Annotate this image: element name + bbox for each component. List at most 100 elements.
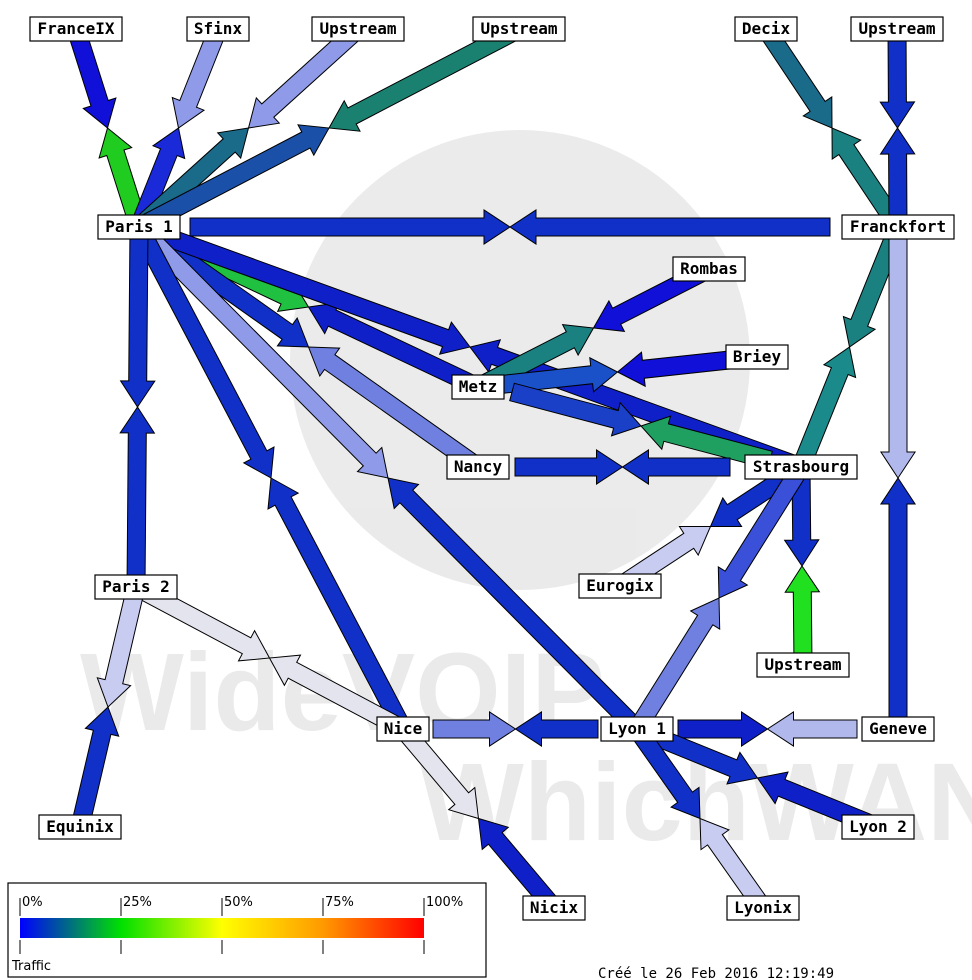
link-paris1-to-sfinx-arrow (129, 127, 186, 231)
link-sfinx-paris1[interactable] (129, 25, 228, 231)
node-box-lyonix (726, 895, 800, 921)
node-upstream1[interactable]: Upstream (311, 16, 405, 42)
link-franceix-paris1[interactable] (66, 25, 149, 231)
node-box-upstream3 (850, 16, 944, 42)
link-lyon1-to-strasbourg-arrow (628, 597, 721, 735)
link-nice-to-paris1-arrow (267, 477, 412, 734)
link-paris1-to-strasbourg-arrow (135, 217, 471, 355)
node-box-rombas (672, 256, 746, 282)
node-sfinx[interactable]: Sfinx (186, 16, 250, 42)
node-label-paris1: Paris 1 (105, 217, 172, 236)
node-label-rombas: Rombas (680, 259, 738, 278)
link-upstream2-to-paris1-arrow (328, 20, 524, 132)
node-box-equinix (38, 814, 122, 840)
link-geneve-to-franckfort-arrow (879, 477, 917, 730)
node-box-nice (376, 716, 430, 742)
node-upstream3[interactable]: Upstream (850, 16, 944, 42)
node-label-upstream3: Upstream (858, 19, 935, 38)
node-box-nicix (522, 895, 586, 921)
node-lyonix[interactable]: Lyonix (726, 895, 800, 921)
node-label-sfinx: Sfinx (194, 19, 243, 38)
link-paris1-to-nice-arrow (130, 222, 275, 479)
link-paris1-to-franckfort-arrow (189, 208, 511, 246)
node-nancy[interactable]: Nancy (446, 454, 510, 480)
node-label-upstream2: Upstream (480, 19, 557, 38)
link-paris1-lyon1[interactable] (131, 219, 645, 737)
node-briey[interactable]: Briey (725, 344, 789, 370)
link-upstream2-paris1[interactable] (134, 20, 524, 236)
legend-title: Traffic (11, 959, 51, 974)
node-metz[interactable]: Metz (451, 374, 505, 400)
node-strasbourg[interactable]: Strasbourg (744, 454, 858, 480)
creation-timestamp: Créé le 26 Feb 2016 12:19:49 (598, 966, 834, 980)
link-paris1-franckfort[interactable] (189, 208, 831, 246)
node-box-geneve (861, 716, 935, 742)
traffic-legend: 0%25%50%75%100% Traffic (7, 882, 487, 978)
node-geneve[interactable]: Geneve (861, 716, 935, 742)
link-franckfort-geneve[interactable] (879, 226, 917, 730)
link-metz-strasbourg[interactable] (509, 382, 773, 470)
link-nancy-to-strasbourg-arrow (514, 448, 624, 486)
link-strasbourg-to-nancy-arrow (621, 448, 731, 486)
node-box-lyon1 (600, 716, 674, 742)
link-upstream3-to-franckfort-arrow (879, 28, 916, 129)
link-paris1-to-paris2-arrow (119, 226, 156, 408)
node-decix[interactable]: Decix (734, 16, 798, 42)
node-nicix[interactable]: Nicix (522, 895, 586, 921)
node-eurogix[interactable]: Eurogix (578, 573, 662, 599)
node-label-lyon1: Lyon 1 (608, 719, 666, 738)
node-label-equinix: Equinix (46, 817, 114, 836)
legend-tick-label-4: 100% (426, 895, 463, 910)
link-equinix-to-paris2-arrow (70, 706, 120, 830)
legend-tick-label-2: 50% (224, 895, 253, 910)
node-label-paris2: Paris 2 (102, 577, 169, 596)
legend-tick-label-3: 75% (325, 895, 354, 910)
node-label-upstream4: Upstream (764, 655, 841, 674)
node-box-upstream4 (756, 652, 850, 678)
node-label-nicix: Nicix (530, 898, 579, 917)
link-strasbourg-lyon1[interactable] (628, 461, 810, 735)
node-paris1[interactable]: Paris 1 (97, 214, 181, 240)
node-box-paris1 (97, 214, 181, 240)
link-nice-lyon1[interactable] (432, 710, 599, 748)
link-paris2-to-paris1-arrow (119, 406, 156, 588)
link-lyon1-geneve[interactable] (677, 710, 858, 748)
link-decix-franckfort[interactable] (757, 23, 907, 233)
node-nice[interactable]: Nice (376, 716, 430, 742)
node-box-strasbourg (744, 454, 858, 480)
node-label-upstream1: Upstream (319, 19, 396, 38)
link-paris1-paris2[interactable] (119, 226, 156, 588)
link-paris1-nancy[interactable] (133, 219, 484, 475)
link-upstream1-to-paris1-arrow (247, 21, 365, 129)
link-nice-to-lyon1-arrow (432, 710, 517, 748)
node-label-metz: Metz (459, 377, 498, 396)
node-box-franceix (29, 16, 123, 42)
node-franceix[interactable]: FranceIX (29, 16, 123, 42)
node-lyon2[interactable]: Lyon 2 (841, 814, 915, 840)
node-label-nancy: Nancy (454, 457, 503, 476)
node-box-briey (725, 344, 789, 370)
node-equinix[interactable]: Equinix (38, 814, 122, 840)
link-paris2-equinix[interactable] (70, 584, 146, 830)
node-upstream4[interactable]: Upstream (756, 652, 850, 678)
node-box-upstream1 (311, 16, 405, 42)
node-box-decix (734, 16, 798, 42)
link-upstream4-to-strasbourg-arrow (784, 565, 821, 666)
link-lyon1-to-geneve-arrow (677, 710, 769, 748)
node-label-strasbourg: Strasbourg (753, 457, 849, 476)
link-nancy-strasbourg[interactable] (514, 448, 731, 486)
node-lyon1[interactable]: Lyon 1 (600, 716, 674, 742)
node-rombas[interactable]: Rombas (672, 256, 746, 282)
node-label-decix: Decix (742, 19, 791, 38)
link-lyon1-to-nice-arrow (514, 710, 599, 748)
node-franckfort[interactable]: Franckfort (841, 214, 955, 240)
node-label-franceix: FranceIX (37, 19, 114, 38)
node-label-briey: Briey (733, 347, 782, 366)
legend-gradient-bar (20, 918, 424, 938)
node-upstream2[interactable]: Upstream (472, 16, 566, 42)
link-sfinx-to-paris1-arrow (171, 25, 228, 129)
node-paris2[interactable]: Paris 2 (94, 574, 178, 600)
link-paris1-nice[interactable] (130, 222, 412, 734)
link-metz-to-paris1-arrow (307, 301, 483, 396)
